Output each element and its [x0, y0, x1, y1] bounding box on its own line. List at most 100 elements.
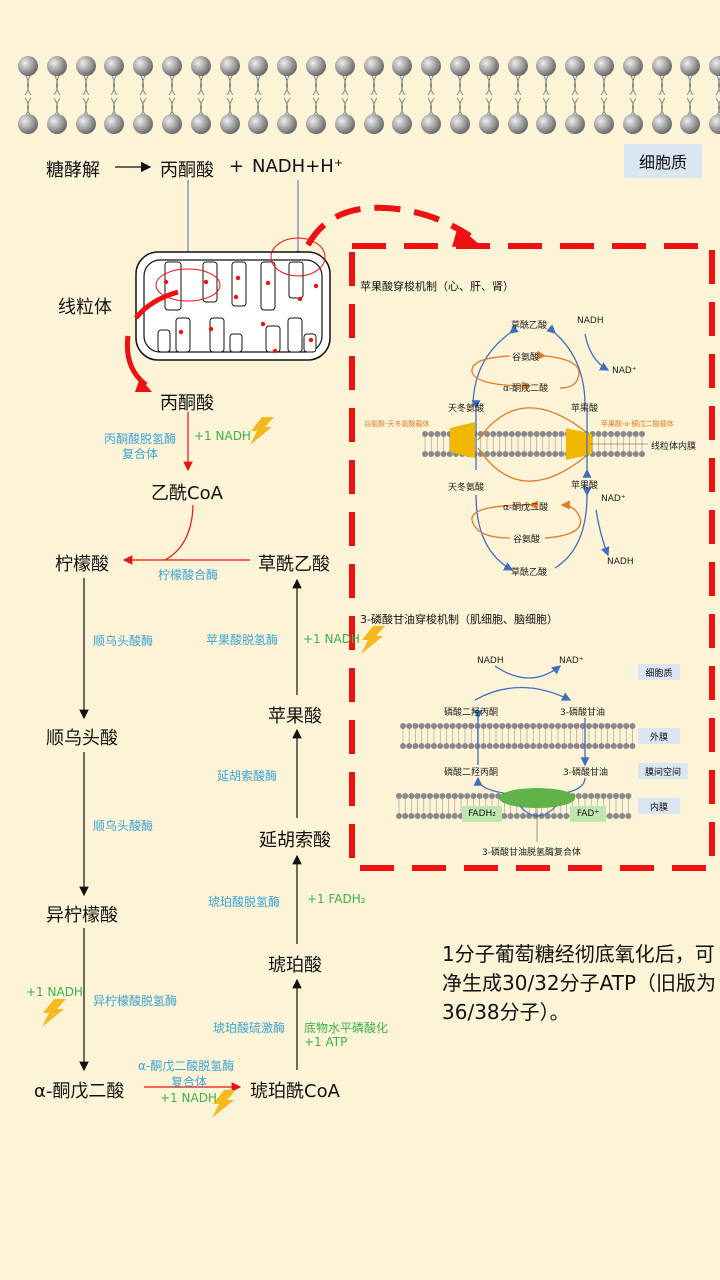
membrane-head: [424, 723, 431, 729]
isocitrate-node: 异柠檬酸: [46, 905, 118, 926]
membrane-head: [555, 743, 561, 749]
idh-product-label: +1 NADH: [26, 985, 83, 999]
mito-dot: [297, 296, 303, 302]
s2-outer-membrane-box: 外膜: [638, 728, 680, 744]
membrane-head: [490, 451, 497, 457]
acetyl-coa-node: 乙酰CoA: [151, 483, 223, 504]
mito-dot: [178, 329, 184, 335]
membrane-head: [511, 743, 518, 749]
membrane-head: [594, 793, 601, 799]
phospholipid-head: [18, 114, 38, 134]
membrane-head: [527, 451, 534, 457]
aconitase-label-1: 顺乌头酸酶: [93, 634, 154, 648]
membrane-head: [455, 743, 462, 749]
s1-nad-top: NAD⁺: [612, 366, 637, 376]
membrane-head: [499, 743, 506, 749]
s1-carrier-left: 谷氨酸-天冬氨酸载体: [364, 420, 430, 428]
membrane-head: [552, 451, 559, 457]
phospholipid-head: [536, 114, 556, 134]
membrane-head: [412, 723, 419, 729]
membrane-head: [639, 451, 645, 457]
membrane-head: [427, 793, 433, 799]
aconitase-label-2: 顺乌头酸酶: [93, 819, 154, 833]
mdh-product-label: +1 NADH: [303, 632, 360, 646]
fumarase-label: 延胡索酸酶: [217, 769, 278, 783]
membrane-head: [610, 723, 617, 729]
crista: [287, 317, 303, 353]
phospholipid-head: [623, 56, 643, 76]
membrane-head: [586, 723, 592, 729]
phospholipid-head: [76, 56, 96, 76]
membrane-head: [544, 813, 551, 819]
membrane-head: [431, 723, 437, 729]
phospholipid-head: [133, 114, 153, 134]
membrane-head: [414, 813, 421, 819]
mito-dot: [233, 294, 239, 300]
s1-carrier-right: 苹果酸-α-酮戊二酸载体: [601, 420, 674, 428]
membrane-head: [579, 723, 586, 729]
crista: [231, 261, 247, 307]
membrane-head: [484, 431, 490, 437]
phospholipid-head: [162, 114, 182, 134]
pdh-product-label: +1 NADH: [194, 429, 251, 443]
membrane-head: [595, 431, 602, 437]
crista: [260, 261, 276, 311]
membrane-head: [490, 431, 497, 437]
plus-sign: +: [229, 156, 245, 177]
phospholipid-head: [709, 56, 720, 76]
mito-dot: [308, 337, 314, 343]
phospholipid-head: [277, 114, 297, 134]
s2-intermembrane-box: 膜间空间: [638, 763, 688, 779]
membrane-head: [505, 743, 512, 749]
top-pyruvate-label: 丙酮酸: [160, 160, 214, 181]
membrane-head: [439, 813, 446, 819]
crista: [288, 261, 304, 299]
membrane-head: [619, 813, 626, 819]
phospholipid-head: [364, 114, 384, 134]
membrane-head: [533, 431, 540, 437]
phospholipid-head: [680, 56, 700, 76]
membrane-head: [614, 431, 621, 437]
crista: [209, 317, 225, 353]
membrane-head: [567, 743, 574, 749]
s2-dhap-bottom: 磷酸二羟丙酮: [444, 768, 499, 778]
phospholipid-head: [104, 56, 124, 76]
idh-enzyme-label: 异柠檬酸脱氢酶: [93, 994, 178, 1008]
crista: [229, 333, 243, 353]
mitochondrion-label: 线粒体: [58, 297, 112, 318]
membrane-head: [632, 451, 639, 457]
membrane-head: [462, 723, 468, 729]
succinyl-coa-node: 琥珀酰CoA: [250, 1081, 340, 1102]
crista: [265, 325, 281, 353]
membrane-head: [400, 743, 406, 749]
mito-dot: [203, 279, 209, 285]
cis-aconitate-node: 顺乌头酸: [46, 728, 118, 749]
membrane-head: [539, 431, 546, 437]
s2-g3p-bottom: 3-磷酸甘油: [563, 768, 608, 778]
phospholipid-head: [220, 114, 240, 134]
membrane-head: [521, 451, 528, 457]
s1-membrane-label: 线粒体内膜: [651, 442, 697, 452]
sucl-product-label-2: +1 ATP: [304, 1035, 348, 1049]
membrane-head: [626, 451, 633, 457]
phospholipid-head: [594, 114, 614, 134]
membrane-head: [449, 743, 456, 749]
membrane-head: [617, 743, 623, 749]
membrane-head: [396, 813, 402, 819]
membrane-head: [422, 451, 428, 457]
phospholipid-head: [306, 56, 326, 76]
s2-fad-box: FAD⁺: [570, 806, 606, 822]
membrane-head: [604, 723, 611, 729]
fumarate-node: 延胡索酸: [259, 830, 331, 851]
phospholipid-head: [364, 56, 384, 76]
sdh-enzyme-label: 琥珀酸脱氢酶: [208, 895, 281, 909]
membrane-head: [443, 743, 450, 749]
membrane-head: [558, 451, 565, 457]
phospholipid-head: [652, 56, 672, 76]
membrane-head: [499, 723, 506, 729]
membrane-head: [424, 743, 431, 749]
s1-nadh-top: NADH: [577, 316, 604, 326]
membrane-head: [406, 723, 413, 729]
membrane-head: [557, 813, 564, 819]
